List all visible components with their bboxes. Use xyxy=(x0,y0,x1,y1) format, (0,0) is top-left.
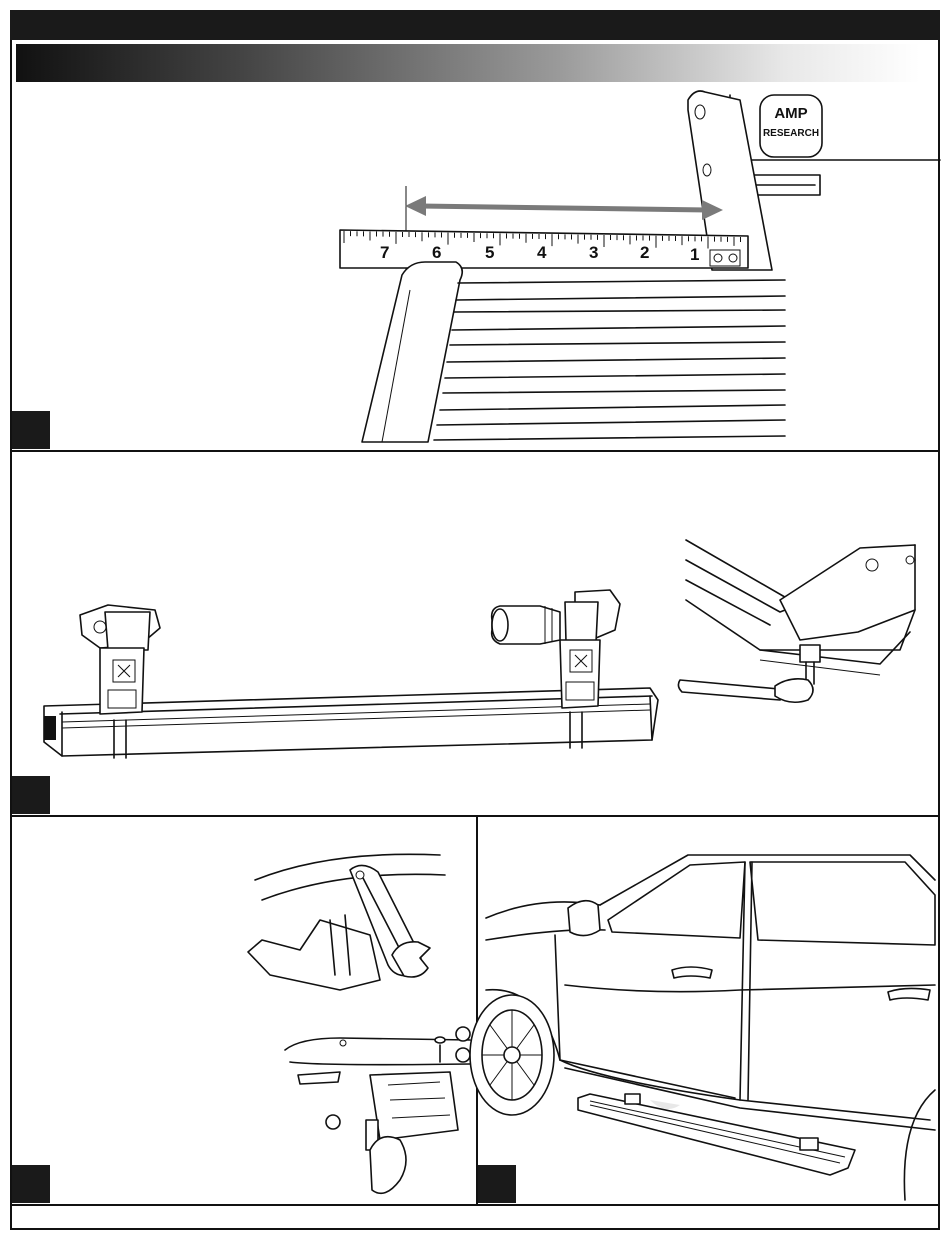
divider-3 xyxy=(10,1204,940,1206)
vehicle-icon xyxy=(0,0,950,1204)
front-wheel xyxy=(470,990,560,1115)
running-board-deployed xyxy=(578,1094,855,1175)
